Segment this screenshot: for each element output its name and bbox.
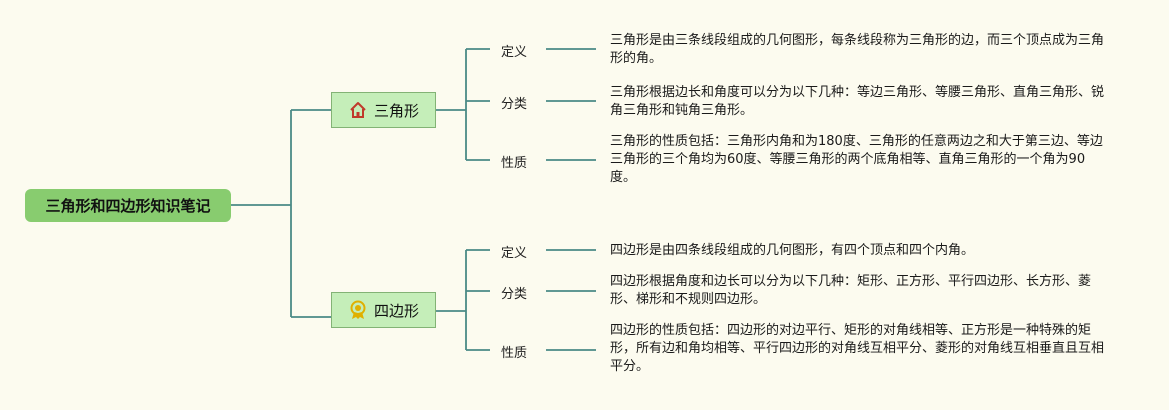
attr-label-definition[interactable]: 定义 [501,246,528,261]
desc-triangle-definition: 三角形是由三条线段组成的几何图形，每条线段称为三角形的边，而三个顶点成为三角形的… [610,33,1105,66]
connector-quad-desc [546,249,596,351]
branch-label: 三角形 [373,101,419,120]
desc-quad-definition: 四边形是由四条线段组成的几何图形，有四个顶点和四个内角。 [610,243,975,258]
attr-label-classification[interactable]: 分类 [501,287,528,302]
desc-quad-classification: 四边形根据角度和边长可以分为以下几种：矩形、正方形、平行四边形、长方形、菱形、梯… [610,274,1092,307]
connector-triangle [436,48,490,161]
desc-triangle-classification: 三角形根据边长和角度可以分为以下几种：等边三角形、等腰三角形、直角三角形、锐角三… [610,85,1105,118]
house-icon [348,100,368,120]
connector-triangle-desc [546,48,596,161]
award-badge-icon [348,300,368,320]
root-title: 三角形和四边形知识笔记 [45,197,211,215]
connector-quad [436,249,490,351]
attr-label-properties[interactable]: 性质 [501,346,528,361]
root-topic[interactable]: 三角形和四边形知识笔记 [25,189,231,222]
branch-label: 四边形 [373,301,419,320]
branch-quadrilateral[interactable]: 四边形 [331,292,436,328]
branch-triangle[interactable]: 三角形 [331,92,436,128]
attr-label-properties[interactable]: 性质 [501,156,528,171]
desc-quad-properties: 四边形的性质包括：四边形的对边平行、矩形的对角线相等、正方形是一种特殊的矩形，所… [610,323,1105,374]
attr-label-classification[interactable]: 分类 [501,97,528,112]
attr-label-definition[interactable]: 定义 [501,45,528,60]
desc-triangle-properties: 三角形的性质包括：三角形内角和为180度、三角形的任意两边之和大于第三边、等边三… [610,134,1103,185]
connector-root [231,109,331,318]
